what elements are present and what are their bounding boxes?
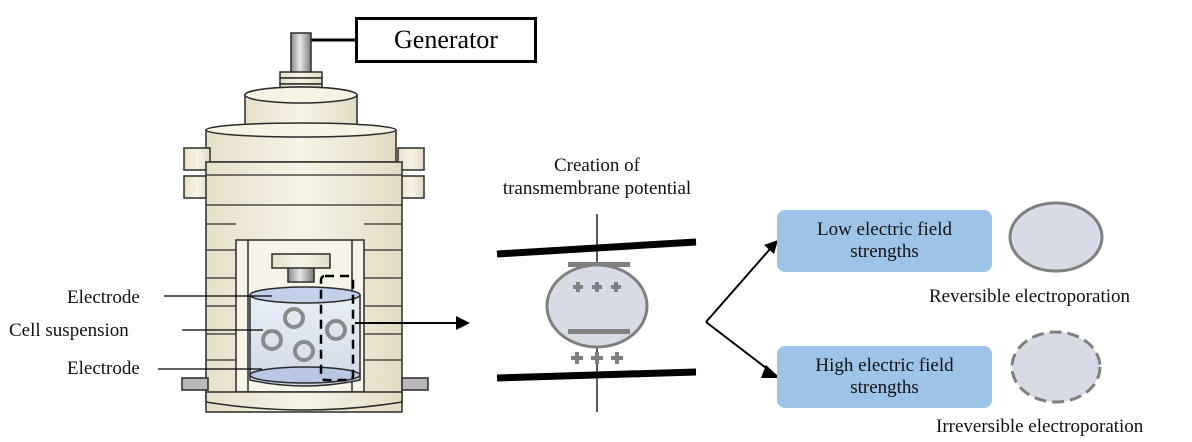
base-foot-left [181,377,209,391]
suspended-cells [261,307,347,362]
piston-head [271,253,331,269]
bottom-electrode [249,366,361,384]
positive-charges-inner [573,282,621,292]
generator-box: Generator [355,17,537,63]
cell-circle [283,307,305,329]
top-electrode-label: Electrode [67,287,140,308]
left-clamp-top [183,147,211,171]
bottom-electrode-label: Electrode [67,358,140,379]
low-field-box: Low electric field strengths [777,210,992,272]
bottom-plate [496,368,697,382]
generator-label: Generator [394,25,498,54]
low-field-line1: Low electric field [816,219,953,240]
top-electrode [249,286,361,304]
cell-membrane [545,263,649,349]
connector-pin [290,32,312,76]
irreversible-electroporation-label: Irreversible electroporation [936,416,1144,437]
right-clamp-top [397,147,425,171]
membrane-title-line2: transmembrane potential [502,178,692,199]
negative-charges-inner [568,329,630,334]
cell-circle [261,329,283,351]
label-leaders [158,295,272,370]
high-field-line1: High electric field [815,355,954,376]
arrow-to-membrane [355,316,470,330]
cell-suspension-label: Cell suspension [9,320,129,341]
high-field-box: High electric field strengths [777,346,992,408]
membrane-title-line1: Creation of [553,155,640,176]
cell-circle [293,340,315,362]
body-ring-lines [206,174,402,361]
reversible-electroporation-label: Reversible electroporation [929,286,1131,307]
base [205,391,403,411]
cell-circle [325,319,347,341]
membrane-detail [496,214,697,412]
ruptured-cell [1010,330,1102,404]
selection-box [319,274,355,382]
low-field-line2: strengths [850,241,919,262]
electroporation-apparatus [181,32,429,413]
base-foot-right [401,377,429,391]
intact-cell [1008,201,1104,273]
high-field-line2: strengths [850,377,919,398]
positive-charges-bottom [571,352,623,364]
branch-arrows [705,240,780,378]
top-plate [496,238,697,258]
